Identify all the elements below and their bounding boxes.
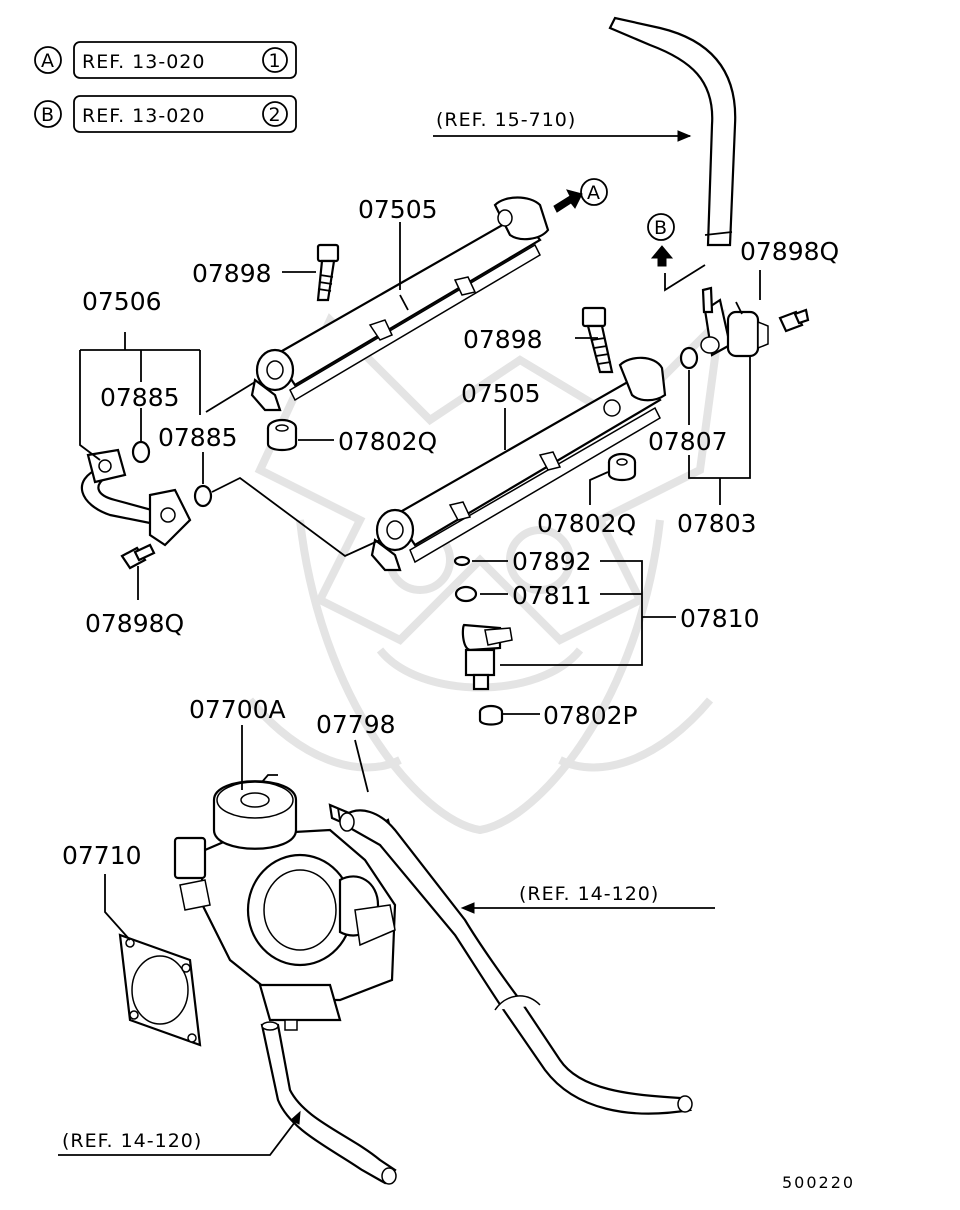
insulator-07802q-lower — [607, 452, 637, 482]
label-07505-lower: 07505 — [461, 379, 541, 408]
ref-box-a: A REF. 13-020 1 — [34, 41, 297, 79]
arrow-a-circle — [580, 178, 608, 206]
ref-box-a-num: 1 — [268, 50, 281, 72]
ref-box-a-num-circle — [262, 47, 288, 73]
bolt-07898-mid — [581, 306, 614, 374]
ref-box-b: B REF. 13-020 2 — [34, 95, 297, 133]
fuel-return-hose: (REF. 15-710) — [433, 16, 737, 247]
bolt-07898q-right — [778, 308, 810, 333]
label-07798: 07798 — [316, 710, 396, 739]
marker-a-circle — [34, 46, 62, 74]
marker-b-letter: B — [41, 104, 55, 126]
coolant-hose-right — [339, 809, 693, 1115]
label-07505-upper: 07505 — [358, 195, 438, 224]
arrow-a-letter: A — [587, 182, 601, 204]
ref-box-b-text: REF. 13-020 — [82, 105, 205, 127]
pressure-regulator — [700, 286, 769, 358]
label-07802q-upper: 07802Q — [338, 427, 437, 456]
label-07807: 07807 — [648, 427, 728, 456]
ref-14-120-right-label: (REF. 14-120) — [519, 883, 659, 905]
ref-box-b-num: 2 — [268, 104, 281, 126]
bolt-07898q-left — [120, 543, 156, 570]
ref-15-710-label: (REF. 15-710) — [436, 109, 576, 131]
label-07885-a: 07885 — [100, 383, 180, 412]
label-07810: 07810 — [680, 604, 760, 633]
o-ring-07885-a — [131, 440, 151, 464]
injector-seal-07892 — [453, 555, 471, 567]
label-07506: 07506 — [82, 287, 162, 316]
coolant-hose-bottom — [260, 1021, 397, 1185]
ref-box-b-num-circle — [262, 101, 288, 127]
marker-b-circle — [34, 100, 62, 128]
injector-cushion-07811 — [454, 585, 478, 603]
label-07892: 07892 — [512, 547, 592, 576]
gasket — [118, 933, 202, 1047]
ref-box-a-frame — [73, 41, 297, 79]
diagram-code: 500220 — [782, 1173, 855, 1192]
arrow-b-circle — [647, 213, 675, 241]
label-07898q-right: 07898Q — [740, 237, 839, 266]
label-07898-upper: 07898 — [192, 259, 272, 288]
o-ring-07885-b — [193, 484, 213, 508]
label-07700a: 07700A — [189, 695, 286, 724]
insulator-07802q-upper — [266, 418, 298, 452]
o-ring-07807 — [679, 346, 699, 370]
ref-box-b-frame — [73, 95, 297, 133]
label-07811: 07811 — [512, 581, 592, 610]
arrow-to-a: A — [553, 178, 608, 213]
watermark-emblem — [246, 308, 726, 835]
marker-a-letter: A — [41, 50, 55, 72]
insulator-07802p — [478, 704, 504, 726]
part-labels: 07505 07898 07506 07885 07885 07802Q 078… — [62, 195, 839, 870]
label-07803: 07803 — [677, 509, 757, 538]
ref-box-a-text: REF. 13-020 — [82, 51, 205, 73]
throttle-body — [173, 774, 397, 1031]
label-07802q-lower: 07802Q — [537, 509, 636, 538]
upper-fuel-rail — [250, 196, 550, 412]
label-07802p: 07802P — [543, 701, 638, 730]
crossover-pipe — [80, 448, 192, 547]
injector-assembly — [453, 555, 513, 691]
label-07885-b: 07885 — [158, 423, 238, 452]
lower-fuel-rail — [370, 356, 667, 572]
label-07898-mid: 07898 — [463, 325, 543, 354]
bolt-07898-upper — [316, 243, 340, 302]
label-07710: 07710 — [62, 841, 142, 870]
arrow-to-b: B — [647, 213, 706, 292]
leader-lines — [58, 222, 761, 1156]
arrow-b-letter: B — [654, 217, 668, 239]
label-07898q-left: 07898Q — [85, 609, 184, 638]
ref-14-120-bottom-label: (REF. 14-120) — [62, 1130, 202, 1152]
